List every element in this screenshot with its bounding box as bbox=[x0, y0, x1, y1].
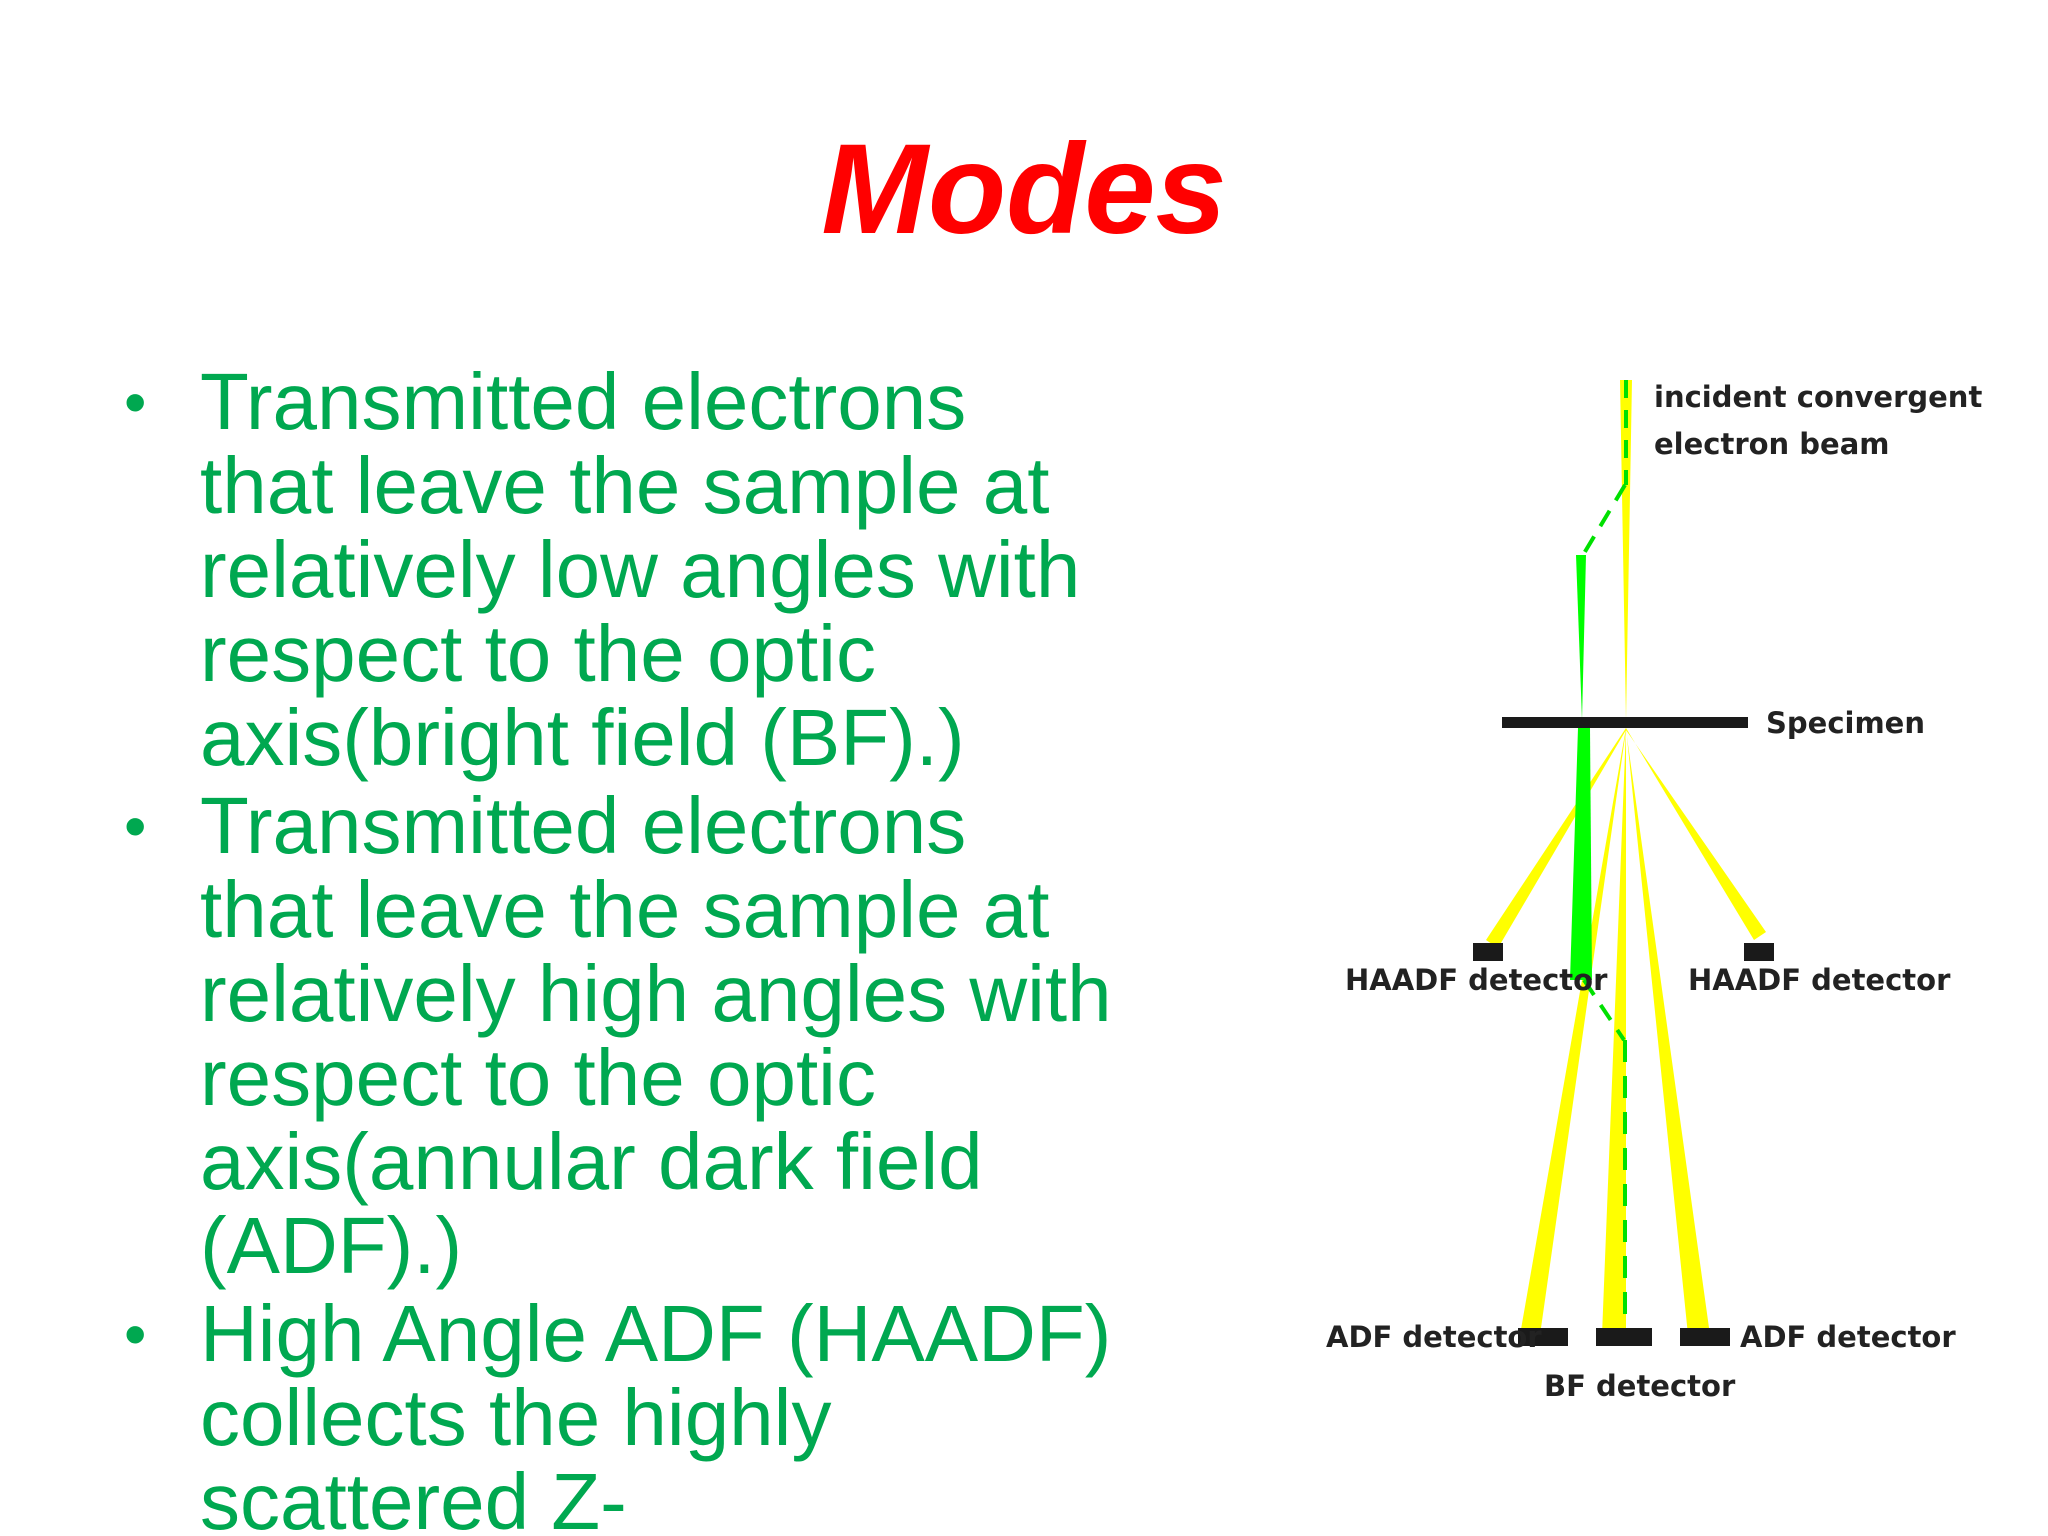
green-cone-lower bbox=[1570, 728, 1592, 980]
incident-label-line2: electron beam bbox=[1654, 427, 1890, 461]
haadf-left-beam bbox=[1486, 728, 1626, 948]
bullet-list: • Transmitted electrons that leave the s… bbox=[120, 360, 1120, 1536]
haadf-left-label: HAADF detector bbox=[1345, 963, 1608, 997]
adf-left-label: ADF detector bbox=[1326, 1320, 1542, 1354]
stem-detector-diagram: incident convergent electron beam Specim… bbox=[1300, 360, 2000, 1420]
bullet-dot: • bbox=[124, 1298, 147, 1370]
adf-right-label: ADF detector bbox=[1740, 1320, 1956, 1354]
specimen-label: Specimen bbox=[1766, 706, 1925, 740]
haadf-right-beam bbox=[1626, 728, 1766, 940]
adf-right-detector bbox=[1680, 1328, 1730, 1346]
incident-beam bbox=[1620, 380, 1632, 720]
haadf-left-detector bbox=[1473, 943, 1503, 961]
bullet-dot: • bbox=[124, 366, 147, 438]
bf-detector bbox=[1596, 1328, 1652, 1346]
bullet-text: Transmitted electrons that leave the sam… bbox=[200, 781, 1112, 1290]
incident-label-line1: incident convergent bbox=[1654, 380, 1982, 414]
bullet-item: • High Angle ADF (HAADF) collects the hi… bbox=[120, 1292, 1120, 1536]
bullet-dot: • bbox=[124, 790, 147, 862]
slide-title: Modes bbox=[821, 118, 1227, 261]
bf-beam bbox=[1602, 728, 1626, 1335]
bullet-item: • Transmitted electrons that leave the s… bbox=[120, 360, 1120, 780]
lower-beam-dash bbox=[1582, 978, 1626, 1042]
bf-label: BF detector bbox=[1544, 1369, 1736, 1403]
bullet-text: High Angle ADF (HAADF) collects the high… bbox=[200, 1289, 1112, 1536]
adf-left-beam bbox=[1520, 728, 1626, 1335]
haadf-right-detector bbox=[1744, 943, 1774, 961]
tilted-beam-dash bbox=[1578, 483, 1627, 562]
bullet-item: • Transmitted electrons that leave the s… bbox=[120, 784, 1120, 1288]
adf-right-beam bbox=[1626, 728, 1710, 1335]
green-cone-upper bbox=[1576, 555, 1586, 720]
bullet-text: Transmitted electrons that leave the sam… bbox=[200, 357, 1081, 782]
adf-left-detector bbox=[1518, 1328, 1568, 1346]
haadf-right-label: HAADF detector bbox=[1688, 963, 1951, 997]
specimen-bar bbox=[1502, 717, 1748, 728]
